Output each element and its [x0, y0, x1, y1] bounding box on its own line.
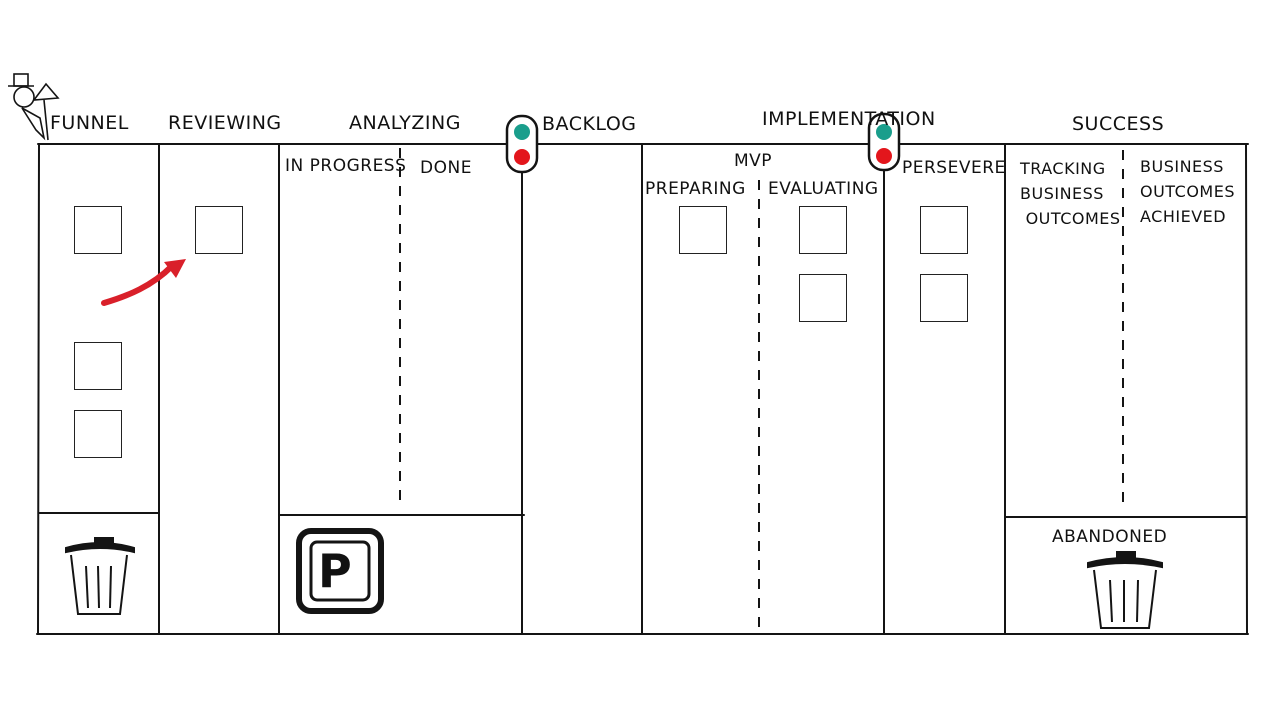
curved-arrow-icon — [101, 263, 175, 306]
reviewing-card[interactable] — [195, 206, 243, 254]
subcolumn-title-tracking-business-outcomes: TRACKING BUSINESS OUTCOMES — [1020, 159, 1121, 228]
persevere-card[interactable] — [920, 274, 968, 322]
traffic-light-icon — [867, 112, 901, 172]
parking-letter: P — [318, 544, 353, 598]
board-left-line — [37, 143, 40, 635]
subcolumn-title-done: DONE — [420, 158, 472, 178]
column-title-reviewing: REVIEWING — [168, 112, 282, 134]
subcolumn-title-persevere: PERSEVERE — [902, 158, 1006, 178]
column-title-success: SUCCESS — [1072, 113, 1165, 135]
trash-can-icon — [65, 537, 135, 615]
top-hat-character-icon — [8, 73, 60, 141]
column-title-analyzing: ANALYZING — [349, 112, 461, 134]
evaluating-card[interactable] — [799, 274, 847, 322]
funnel-card[interactable] — [74, 206, 122, 254]
subcolumn-title-evaluating: EVALUATING — [768, 179, 879, 199]
subcolumn-title-preparing: PREPARING — [645, 179, 746, 199]
subcolumn-title-in-progress: IN PROGRESS — [285, 156, 407, 176]
persevere-card[interactable] — [920, 206, 968, 254]
trash-can-icon — [1087, 551, 1163, 629]
column-title-funnel: FUNNEL — [50, 112, 129, 134]
zone-title-abandoned: ABANDONED — [1052, 527, 1168, 547]
board-right-line — [1245, 143, 1248, 635]
funnel-card[interactable] — [74, 410, 122, 458]
traffic-light-icon — [505, 114, 539, 174]
parking-sign-icon — [296, 528, 384, 614]
preparing-card[interactable] — [679, 206, 727, 254]
funnel-card[interactable] — [74, 342, 122, 390]
subcolumn-title-business-outcomes-achieved: BUSINESS OUTCOMES ACHIEVED — [1140, 157, 1235, 226]
evaluating-card[interactable] — [799, 206, 847, 254]
column-title-implementation: IMPLEMENTATION — [762, 108, 936, 130]
column-title-backlog: BACKLOG — [542, 113, 637, 135]
subcolumn-title-mvp: MVP — [734, 151, 773, 171]
